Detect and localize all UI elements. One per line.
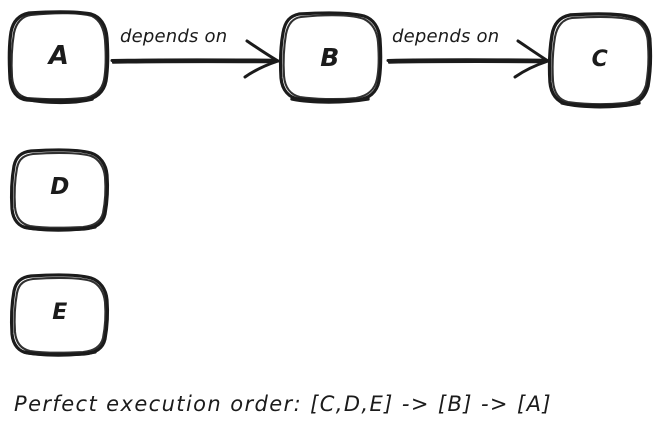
edge-a-to-b-label: depends on (120, 26, 228, 47)
node-b[interactable]: B (280, 14, 380, 100)
node-c[interactable]: C (550, 15, 650, 105)
node-a-label: A (48, 41, 70, 71)
node-c-shape (547, 12, 653, 109)
edge-b-to-c-label: depends on (392, 26, 500, 47)
edge-a-to-b-arrow (110, 39, 280, 79)
node-a-shape (7, 10, 110, 105)
node-d-shape (10, 148, 109, 232)
node-b-shape (279, 11, 383, 104)
execution-order-caption: Perfect execution order: [C,D,E] -> [B] … (14, 392, 552, 416)
node-d[interactable]: D (12, 150, 108, 228)
node-a[interactable]: A (10, 12, 108, 100)
node-e[interactable]: E (12, 275, 108, 353)
node-c-label: C (591, 47, 609, 72)
node-e-label: E (52, 300, 68, 325)
node-d-label: D (50, 174, 70, 200)
node-b-label: B (320, 43, 340, 72)
node-e-shape (10, 273, 109, 357)
edge-b-to-c-arrow (386, 39, 550, 79)
